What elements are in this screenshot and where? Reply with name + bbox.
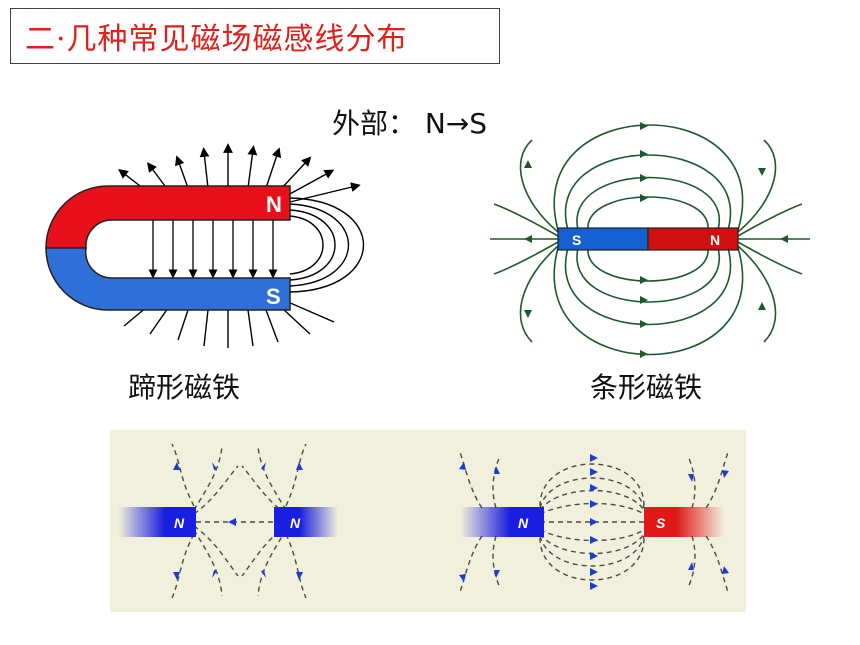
right-pair-field-lines	[459, 451, 729, 593]
right-magnet-1	[460, 507, 544, 537]
right-magnet-2-label: S	[656, 515, 666, 531]
bar-north-label: N	[710, 232, 720, 248]
horseshoe-north-label: N	[266, 192, 282, 217]
horseshoe-bottom-lines	[123, 301, 335, 348]
bar-magnet-diagram: S N	[490, 122, 810, 358]
horseshoe-field-lines	[118, 143, 361, 203]
bar-caption: 条形磁铁	[590, 371, 703, 404]
title-box: 二·几种常见磁场磁感线分布	[10, 8, 500, 64]
magnet-pairs-diagram: N N	[118, 443, 729, 599]
bar-field-loops	[490, 124, 810, 356]
bar-north-pole	[647, 227, 739, 251]
horseshoe-inner-lines	[148, 218, 278, 279]
outside-direction-label: 外部： N→S	[332, 107, 488, 140]
horseshoe-loop-lines	[289, 197, 364, 293]
left-magnet-1-label: N	[174, 515, 185, 531]
horseshoe-caption: 蹄形磁铁	[128, 371, 241, 404]
bar-south-label: S	[572, 232, 581, 248]
slide-title: 二·几种常见磁场磁感线分布	[25, 22, 408, 57]
right-pair-arrows	[459, 454, 729, 590]
right-magnet-1-label: N	[518, 515, 529, 531]
left-magnet-1	[118, 507, 196, 537]
right-magnet-2	[644, 507, 724, 537]
horseshoe-south-label: S	[266, 284, 281, 309]
bar-field-arrows	[524, 122, 788, 358]
left-magnet-2	[274, 507, 338, 537]
horseshoe-magnet-diagram: N S	[45, 143, 364, 348]
left-magnet-2-label: N	[290, 515, 301, 531]
horseshoe-south-arm	[45, 247, 291, 311]
left-pair-arrows	[173, 462, 303, 580]
magnet-pairs-panel: N N	[110, 430, 746, 612]
